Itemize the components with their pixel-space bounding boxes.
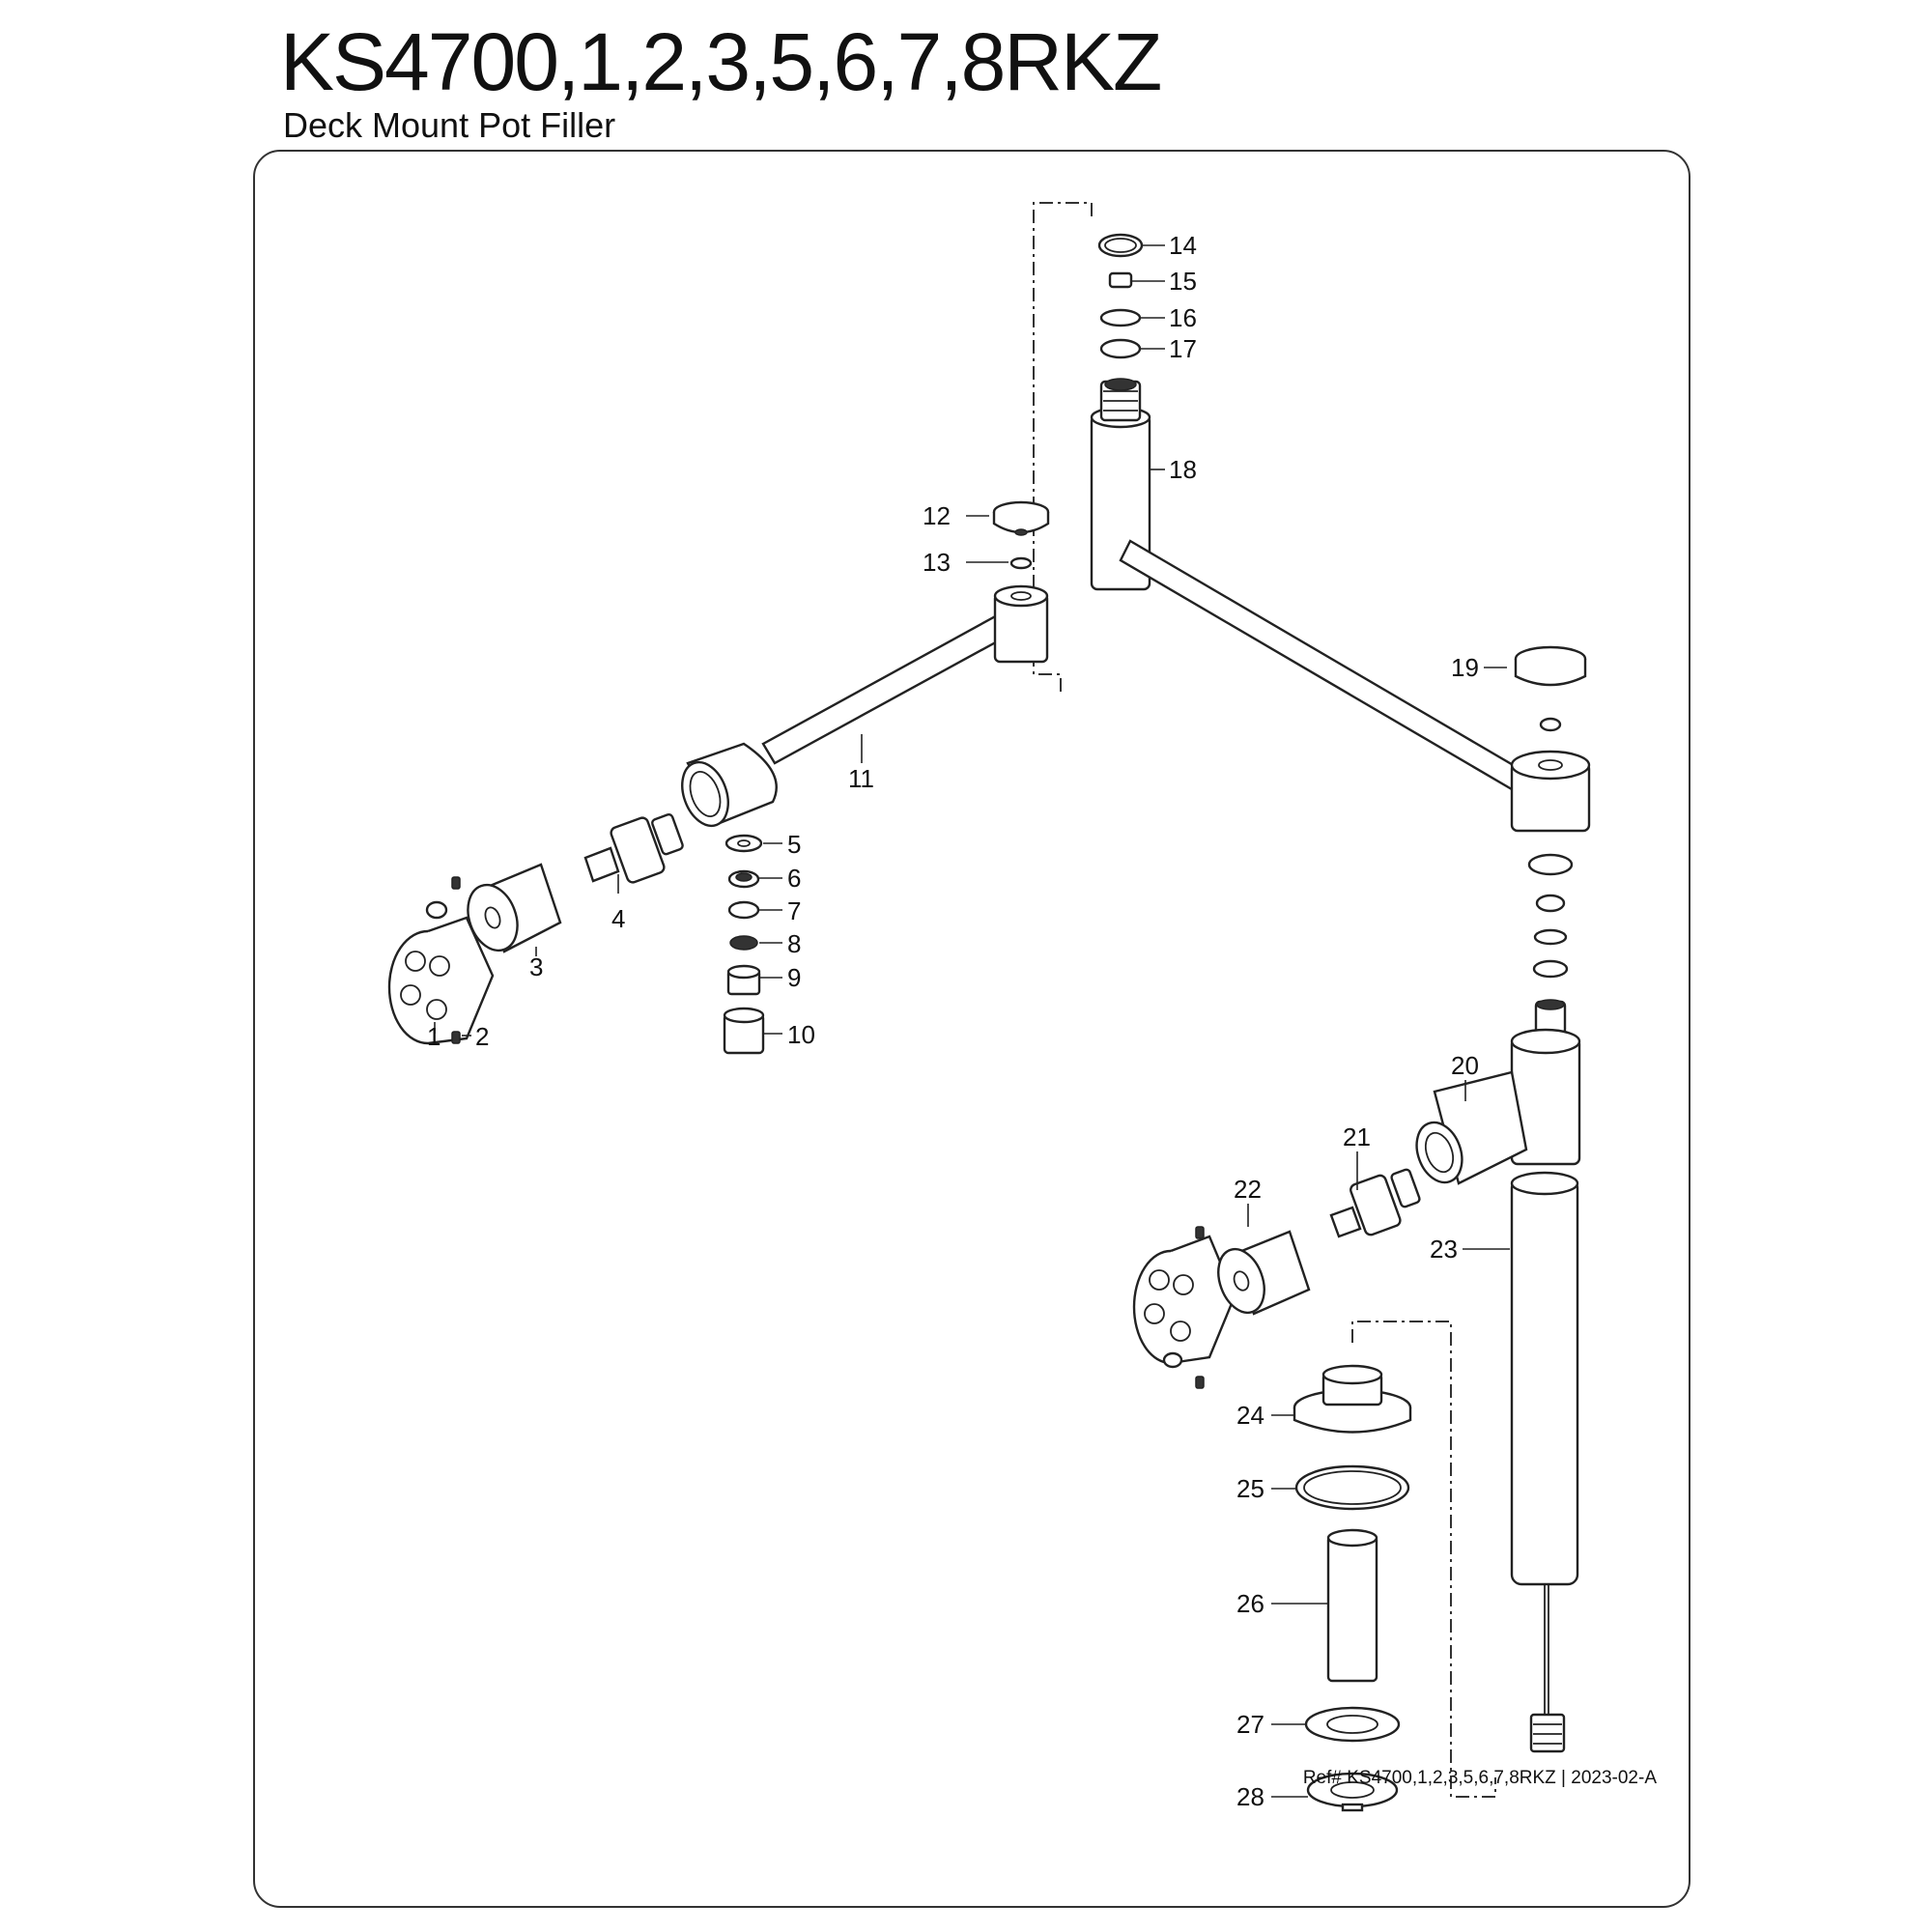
label-13: 13 [923,548,951,577]
label-11: 11 [848,764,874,793]
diagram-title: KS4700,1,2,3,5,6,7,8RKZ [280,16,1162,107]
mounting-hardware [1293,1364,1412,1812]
part-1-handle [387,900,495,1045]
label-21: 21 [1343,1122,1371,1151]
part-20-lower-body [1415,1028,1581,1185]
callout-leaders [434,244,1510,1798]
label-10: 10 [787,1020,815,1049]
label-7: 7 [787,896,801,925]
part-4-cartridge [583,812,684,884]
label-16: 16 [1169,303,1197,332]
reference-footer: Ref# KS4700,1,2,3,5,6,7,8RKZ | 2023-02-A [1302,1768,1657,1788]
label-24: 24 [1236,1401,1264,1430]
part-11-arm [681,584,1049,828]
right-handle-assembly [1132,1168,1421,1389]
part-2-set-screw [451,876,461,1044]
part-12-cap [992,500,1050,570]
label-22: 22 [1234,1175,1262,1204]
label-3: 3 [529,952,543,981]
label-9: 9 [787,963,801,992]
label-6: 6 [787,864,801,893]
label-5: 5 [787,830,801,859]
label-4: 4 [611,904,625,933]
label-18: 18 [1169,455,1197,484]
label-25: 25 [1236,1474,1264,1503]
seal-stack-upper [1097,233,1144,359]
label-8: 8 [787,929,801,958]
label-15: 15 [1169,267,1197,296]
label-2: 2 [475,1022,489,1051]
label-12: 12 [923,501,951,530]
callout-labels: 1 2 3 4 5 6 7 8 9 10 11 12 13 14 15 16 1… [427,231,1479,1811]
part-23-riser [1510,1171,1579,1753]
label-17: 17 [1169,334,1197,363]
assembly-guide-upper [1033,202,1093,692]
aerator-stack [723,834,765,1055]
assembly-guide-lower [1351,1321,1496,1798]
label-14: 14 [1169,231,1197,260]
label-19: 19 [1451,653,1479,682]
label-28: 28 [1236,1782,1264,1811]
label-26: 26 [1236,1589,1264,1618]
label-27: 27 [1236,1710,1264,1739]
label-1: 1 [427,1022,440,1051]
part-3-sleeve [467,863,562,953]
diagram-frame [253,150,1690,1908]
part-19-right-hub [1510,645,1591,1036]
diagram-subtitle: Deck Mount Pot Filler [283,105,616,145]
label-20: 20 [1451,1051,1479,1080]
label-23: 23 [1430,1235,1458,1264]
